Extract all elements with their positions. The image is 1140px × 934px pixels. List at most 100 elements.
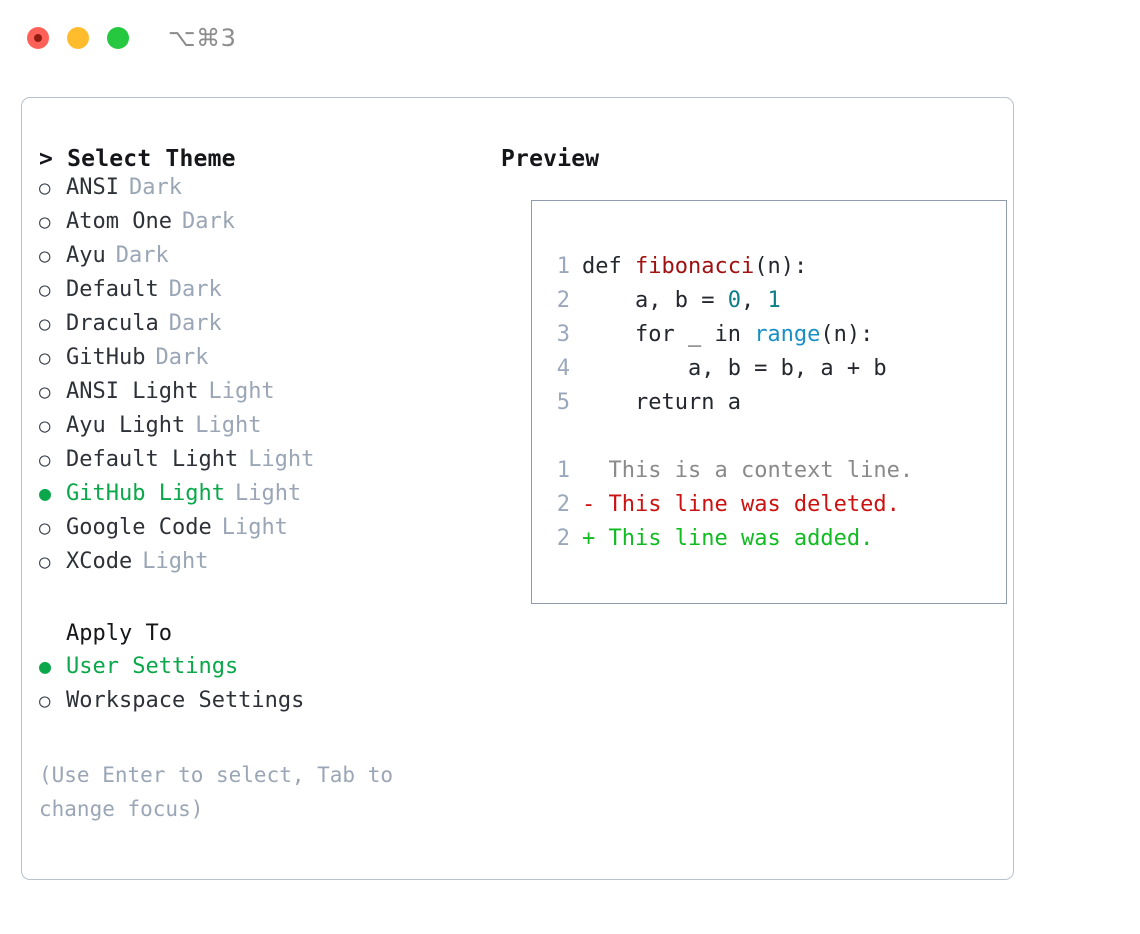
theme-label: ANSI [66, 175, 119, 200]
page-title: > Select Theme [39, 146, 236, 172]
code-token: , [740, 288, 768, 313]
code-token: (n): [820, 322, 874, 347]
line-number: 1 [556, 254, 570, 279]
theme-row[interactable]: ○ Ayu Dark [39, 243, 489, 277]
theme-label: Google Code [66, 515, 212, 540]
line-number: 2 [556, 288, 570, 313]
theme-row[interactable]: ○ ANSI Light Light [39, 379, 489, 413]
diff-line: 1 This is a context line. [548, 454, 913, 488]
theme-label: Dracula [66, 311, 159, 336]
theme-variant-badge: Dark [181, 209, 235, 234]
apply-to-label: User Settings [66, 654, 239, 679]
window-controls [27, 27, 129, 49]
theme-row[interactable]: ○ ANSI Dark [39, 175, 489, 209]
theme-label: Default [66, 277, 159, 302]
radio-selected-icon[interactable]: ● [39, 654, 52, 678]
line-number: 3 [556, 322, 570, 347]
diff-text: This line was added. [608, 526, 874, 551]
line-number: 4 [556, 356, 570, 381]
line-number: 2 [556, 492, 570, 517]
theme-variant-badge: Light [208, 379, 275, 404]
theme-row[interactable]: ○ Default Dark [39, 277, 489, 311]
theme-row[interactable]: ○ Dracula Dark [39, 311, 489, 345]
minimize-button[interactable] [67, 27, 89, 49]
theme-label: Default Light [66, 447, 239, 472]
theme-row[interactable]: ○ Ayu Light Light [39, 413, 489, 447]
theme-label: XCode [66, 549, 133, 574]
code-token: def [582, 254, 635, 279]
radio-unselected-icon[interactable]: ○ [39, 245, 51, 267]
apply-to-list[interactable]: ● User Settings ○ Workspace Settings [39, 654, 489, 722]
apply-to-row[interactable]: ● User Settings [39, 654, 489, 688]
keyboard-hint-text: (Use Enter to select, Tab to change focu… [39, 763, 406, 821]
apply-to-label: Workspace Settings [66, 688, 305, 713]
spacer [39, 583, 489, 617]
code-line: 5 return a [548, 386, 913, 420]
diff-line: 2- This line was deleted. [548, 488, 913, 522]
theme-row[interactable]: ○ Default Light Light [39, 447, 489, 481]
radio-unselected-icon[interactable]: ○ [39, 517, 51, 539]
radio-unselected-icon[interactable]: ○ [39, 449, 51, 471]
code-token: for _ in [582, 322, 755, 347]
code-token: range [754, 322, 821, 347]
theme-label: ANSI Light [66, 379, 199, 404]
radio-unselected-icon[interactable]: ○ [39, 279, 51, 301]
theme-label: GitHub Light [66, 481, 225, 506]
radio-unselected-icon[interactable]: ○ [39, 381, 51, 403]
apply-to-row[interactable]: ○ Workspace Settings [39, 688, 489, 722]
close-button[interactable] [27, 27, 49, 49]
code-token: 1 [767, 288, 781, 313]
code-line: 4 a, b = b, a + b [548, 352, 913, 386]
radio-unselected-icon[interactable]: ○ [39, 177, 51, 199]
diff-marker: + [582, 526, 609, 551]
theme-variant-badge: Light [248, 447, 315, 472]
line-number: 1 [556, 458, 570, 483]
theme-variant-badge: Light [142, 549, 209, 574]
theme-variant-badge: Light [234, 481, 302, 506]
titlebar: ⌥⌘3 [0, 0, 1140, 78]
code-token: (n): [754, 254, 808, 279]
theme-variant-badge: Dark [115, 243, 169, 268]
code-line: 3 for _ in range(n): [548, 318, 913, 352]
radio-unselected-icon[interactable]: ○ [39, 690, 51, 712]
theme-variant-badge: Dark [155, 345, 209, 370]
radio-unselected-icon[interactable]: ○ [39, 313, 51, 335]
theme-row[interactable]: ○ Atom One Dark [39, 209, 489, 243]
diff-marker: - [582, 492, 609, 517]
line-number: 5 [556, 390, 570, 415]
code-blank-line [548, 420, 913, 454]
theme-row[interactable]: ○ GitHub Dark [39, 345, 489, 379]
theme-variant-badge: Light [195, 413, 262, 438]
theme-variant-badge: Light [221, 515, 288, 540]
code-token: fibonacci [634, 254, 755, 279]
theme-label: GitHub [66, 345, 146, 370]
apply-to-heading: Apply To [66, 621, 172, 646]
radio-selected-icon[interactable]: ● [39, 481, 52, 505]
theme-row[interactable]: ● GitHub Light Light [39, 481, 489, 515]
zoom-button[interactable] [107, 27, 129, 49]
radio-unselected-icon[interactable]: ○ [39, 347, 51, 369]
theme-row[interactable]: ○ XCode Light [39, 549, 489, 583]
radio-unselected-icon[interactable]: ○ [39, 211, 51, 233]
theme-variant-badge: Dark [168, 311, 222, 336]
code-token: return a [582, 390, 741, 415]
theme-label: Ayu Light [66, 413, 186, 438]
code-line: 2 a, b = 0, 1 [548, 284, 913, 318]
theme-variant-badge: Dark [168, 277, 222, 302]
theme-variant-badge: Dark [128, 175, 182, 200]
diff-marker [582, 458, 609, 483]
theme-row[interactable]: ○ Google Code Light [39, 515, 489, 549]
diff-text: This is a context line. [608, 458, 914, 483]
code-line: 1 def fibonacci(n): [548, 250, 913, 284]
theme-label: Ayu [66, 243, 106, 268]
theme-label: Atom One [66, 209, 172, 234]
code-token: a, b = [582, 288, 728, 313]
radio-unselected-icon[interactable]: ○ [39, 415, 51, 437]
radio-unselected-icon[interactable]: ○ [39, 551, 51, 573]
